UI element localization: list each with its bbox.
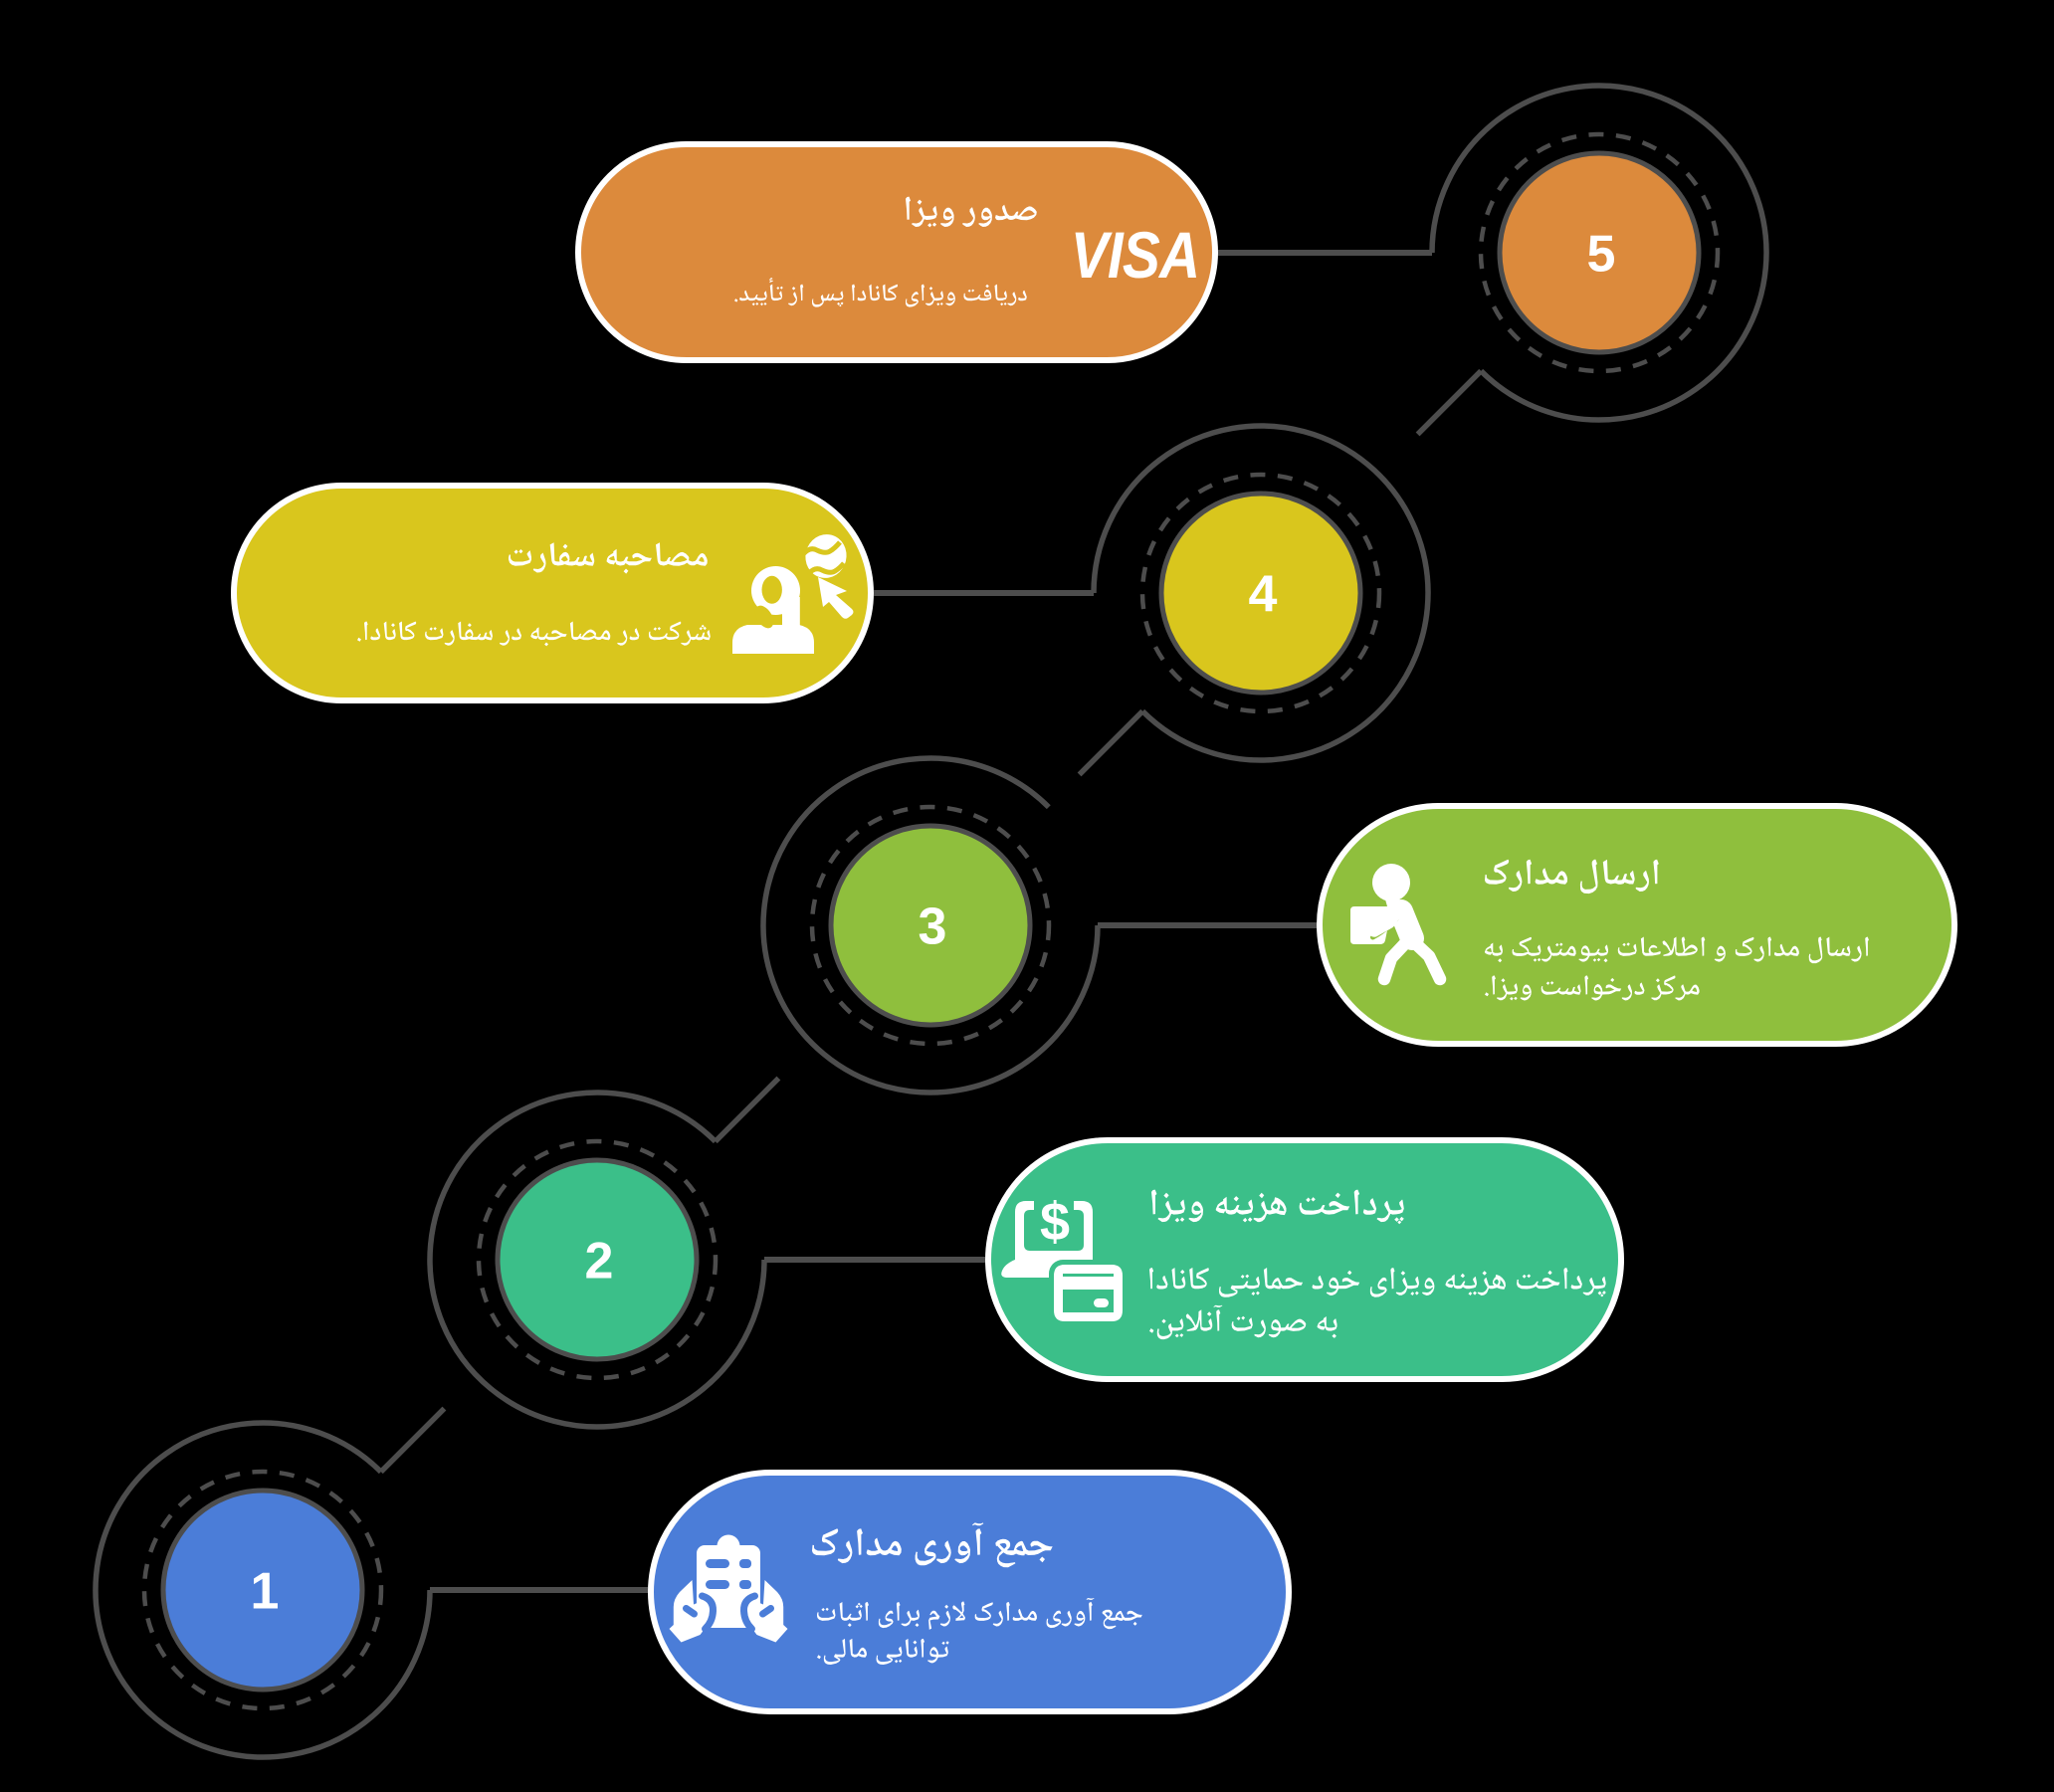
- svg-text:2: 2: [585, 1233, 614, 1291]
- svg-text:4: 4: [1249, 566, 1278, 624]
- svg-text:$: $: [1040, 1192, 1070, 1252]
- svg-text:1: 1: [251, 1563, 280, 1621]
- svg-text:5: 5: [1587, 226, 1616, 284]
- svg-text:VISA: VISA: [1071, 219, 1199, 293]
- svg-text:3: 3: [919, 898, 947, 956]
